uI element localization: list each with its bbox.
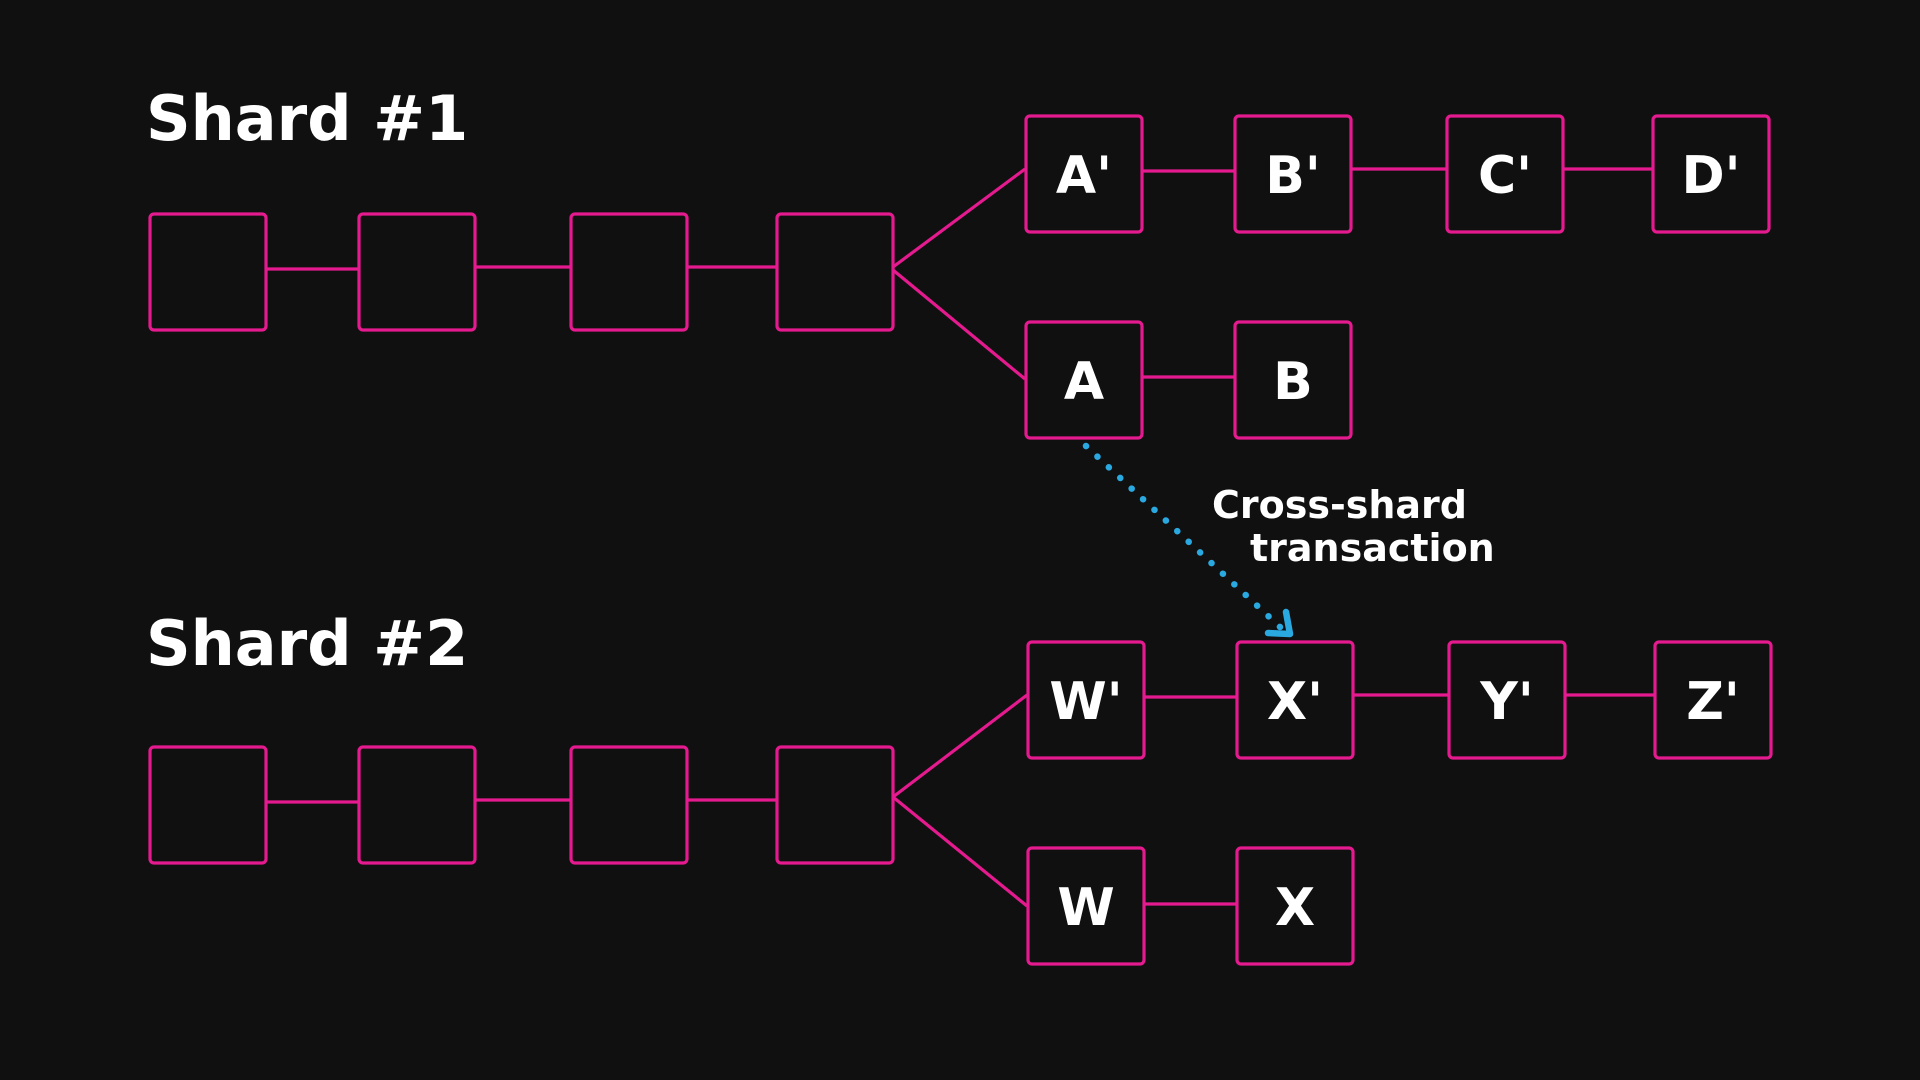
shard-1-fork-lower: A B — [1024, 320, 1353, 440]
shard-2-title: Shard #2 — [146, 607, 468, 680]
block — [569, 745, 689, 865]
arrow-head-icon — [1264, 608, 1294, 638]
block — [775, 212, 895, 332]
fork-link-upper — [892, 693, 1028, 799]
block-x: X — [1235, 846, 1355, 966]
cross-shard-transaction: Cross-shard transaction — [1082, 442, 1495, 638]
shard-1-group: Shard #1 — [146, 82, 1771, 440]
block-y-prime: Y' — [1447, 640, 1567, 760]
block-a: A — [1024, 320, 1144, 440]
shard-2-links — [266, 693, 1654, 908]
block-b-prime: B' — [1233, 114, 1353, 234]
block — [357, 212, 477, 332]
cross-shard-label-line2: transaction — [1250, 526, 1495, 570]
fork-link-lower — [891, 795, 1029, 908]
block-label: B' — [1265, 146, 1321, 206]
shard-2-group: Shard #2 — [146, 607, 1773, 966]
block-w: W — [1026, 846, 1146, 966]
block-c-prime: C' — [1445, 114, 1565, 234]
block-d-prime: D' — [1651, 114, 1771, 234]
fork-link-lower — [891, 268, 1027, 381]
block-label: Y' — [1479, 672, 1534, 732]
block-label: A' — [1056, 146, 1112, 206]
block-z-prime: Z' — [1653, 640, 1773, 760]
shard-1-title: Shard #1 — [146, 82, 468, 155]
fork-link-upper — [892, 167, 1026, 269]
block — [148, 212, 268, 332]
block — [569, 212, 689, 332]
block — [148, 745, 268, 865]
shard-2-base-chain — [148, 745, 895, 865]
block-label: W' — [1049, 672, 1122, 732]
cross-shard-label-line1: Cross-shard — [1212, 483, 1467, 527]
block — [775, 745, 895, 865]
shard-1-fork-upper: A' B' C' D' — [1024, 114, 1771, 234]
block — [357, 745, 477, 865]
block-label: W — [1057, 878, 1114, 938]
block-label: C' — [1478, 146, 1532, 206]
shard-1-base-chain — [148, 212, 895, 332]
shard-2-fork-lower: W X — [1026, 846, 1355, 966]
block-label: B — [1273, 352, 1313, 412]
shard-1-links — [266, 167, 1652, 381]
block-w-prime: W' — [1026, 640, 1146, 760]
block-label: Z' — [1686, 672, 1740, 732]
block-a-prime: A' — [1024, 114, 1144, 234]
block-label: X' — [1267, 672, 1323, 732]
block-label: D' — [1681, 146, 1740, 206]
block-b: B — [1233, 320, 1353, 440]
cross-shard-arrow — [1082, 442, 1284, 631]
block-label: X — [1275, 878, 1315, 938]
shard-2-fork-upper: W' X' Y' Z' — [1026, 640, 1773, 760]
block-x-prime: X' — [1235, 640, 1355, 760]
block-label: A — [1064, 352, 1104, 412]
